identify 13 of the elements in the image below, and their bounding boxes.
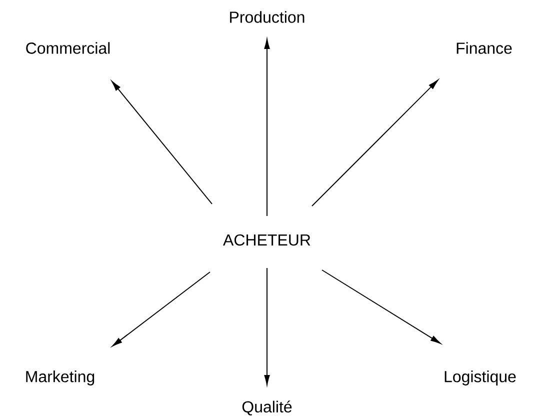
arrow <box>264 38 270 216</box>
node-label: Logistique <box>444 370 516 386</box>
node-label: ACHETEUR <box>223 234 310 246</box>
node-label: Marketing <box>26 370 94 386</box>
node-label: Commercial <box>26 42 110 54</box>
arrow <box>264 268 270 386</box>
arrow <box>312 80 438 206</box>
node-label: Production <box>230 11 304 23</box>
node-label: Finance <box>456 42 512 54</box>
arrow <box>322 270 441 344</box>
node-label: Qualité <box>242 400 292 416</box>
arrow <box>112 81 212 204</box>
arrow <box>112 271 210 346</box>
